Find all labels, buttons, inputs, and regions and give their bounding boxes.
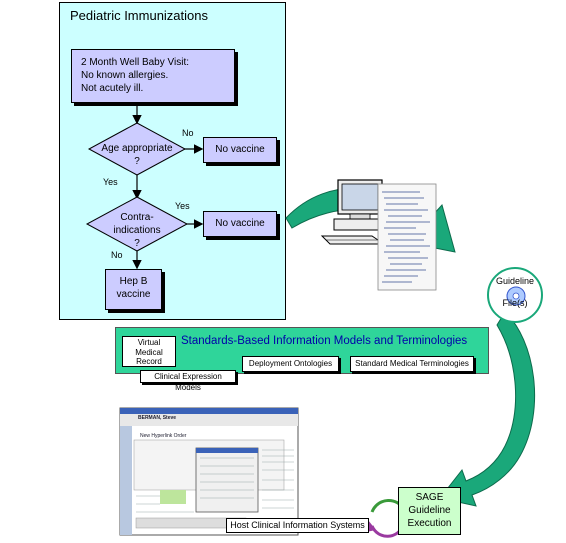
- hepb-line-1: Hep B: [119, 276, 148, 287]
- decision-contra-line-1: Contra-: [120, 212, 154, 223]
- decision-age-diamond: [87, 122, 187, 176]
- ehr-screenshot-image: [119, 407, 299, 536]
- sage-line-1: SAGE: [415, 492, 444, 503]
- label-yes-contra: Yes: [175, 201, 190, 211]
- vmr-line-1: Virtual: [137, 338, 161, 347]
- visit-box: 2 Month Well Baby Visit: No known allerg…: [71, 49, 235, 103]
- guideline-file-line-1: Guideline: [495, 276, 535, 286]
- no-vaccine-box-1: No vaccine: [203, 137, 277, 163]
- flowchart-title: Pediatric Immunizations: [70, 8, 208, 23]
- decision-age-line-2: ?: [134, 156, 140, 167]
- decision-contra-line-3: ?: [134, 238, 140, 249]
- visit-line-1: 2 Month Well Baby Visit:: [81, 57, 190, 68]
- computer-workstation-icon: [320, 179, 437, 291]
- standard-medical-terminologies-box: Standard Medical Terminologies: [350, 356, 474, 372]
- host-clinical-systems-label: Host Clinical Information Systems: [226, 518, 369, 533]
- sage-line-2: Guideline: [408, 505, 451, 516]
- sage-line-3: Execution: [407, 518, 452, 529]
- visit-line-2: No known allergies.: [81, 70, 169, 81]
- decision-contra-diamond: [85, 196, 189, 252]
- decision-contra-label: Contra- indications ?: [93, 211, 181, 250]
- clinical-expression-models-box: Clinical Expression Models: [140, 370, 236, 392]
- hepb-vaccine-box: Hep B vaccine: [105, 269, 162, 310]
- label-no-age: No: [182, 128, 194, 138]
- ehr-patient-name: BERMAN, Steve: [138, 415, 177, 421]
- vmr-line-2: Medical: [135, 347, 163, 357]
- decision-age-label: Age appropriate ?: [93, 142, 181, 168]
- decision-age-line-1: Age appropriate: [101, 143, 173, 154]
- sage-execution-box: SAGE Guideline Execution: [398, 487, 461, 535]
- label-yes-age: Yes: [103, 177, 118, 187]
- label-no-contra: No: [111, 250, 123, 260]
- hepb-line-2: vaccine: [116, 289, 151, 300]
- guideline-file-line-2: File(s): [502, 298, 528, 308]
- no-vaccine-box-2: No vaccine: [203, 211, 277, 237]
- standards-title: Standards-Based Information Models and T…: [181, 335, 468, 347]
- vmr-line-3: Record: [136, 357, 162, 366]
- guideline-file-label: Guideline File(s): [493, 274, 537, 310]
- decision-contra-line-2: indications: [113, 225, 161, 236]
- visit-line-3: Not acutely ill.: [81, 83, 144, 94]
- ehr-form-title: New Hyperlink Order: [140, 433, 187, 439]
- virtual-medical-record-box: Virtual Medical Record: [122, 336, 176, 367]
- cd-disc-icon: [487, 267, 543, 323]
- deployment-ontologies-box: Deployment Ontologies: [242, 356, 339, 372]
